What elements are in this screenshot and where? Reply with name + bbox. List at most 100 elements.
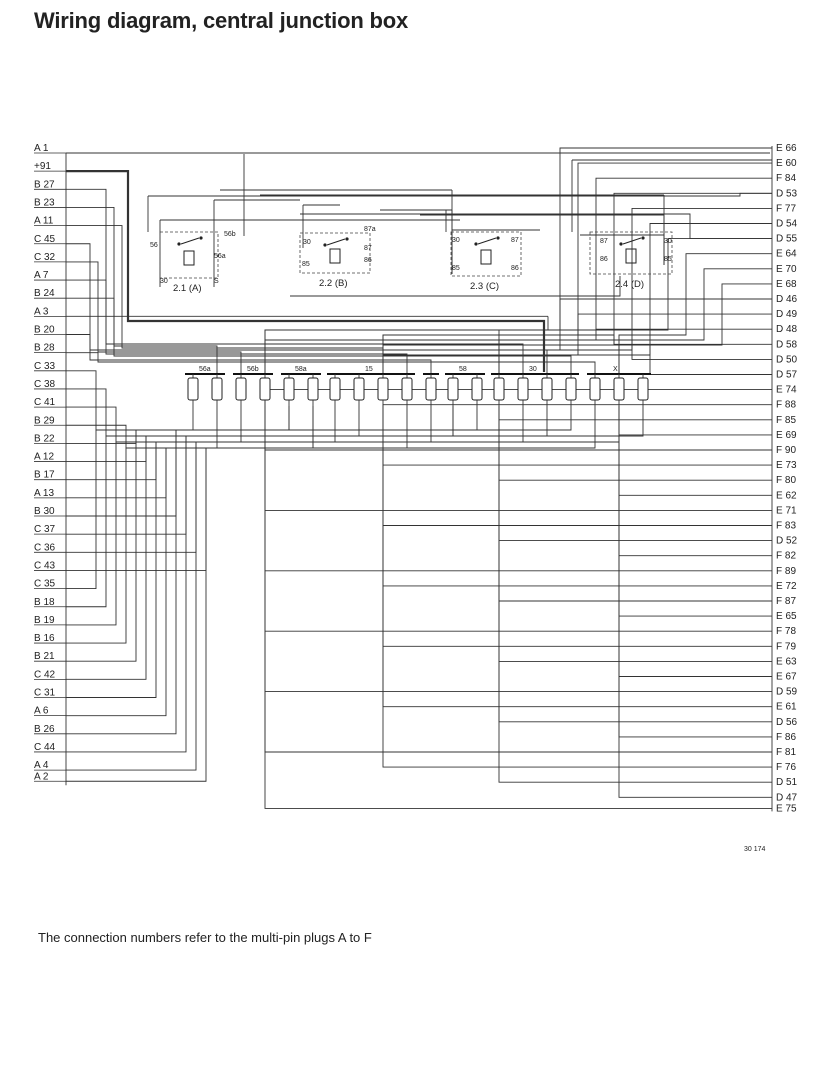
wire bbox=[498, 406, 772, 421]
fuse-icon bbox=[425, 377, 437, 401]
fuse-group-label: 30 bbox=[529, 366, 537, 373]
wire bbox=[66, 406, 596, 717]
right-terminal-e-63: E 63 bbox=[776, 656, 797, 667]
fuse-icon bbox=[283, 377, 295, 401]
right-terminal-f-90: F 90 bbox=[776, 445, 796, 456]
relay-pin-label: 85 bbox=[452, 265, 460, 272]
contact-dot-icon bbox=[323, 243, 327, 247]
right-terminal-d-54: D 54 bbox=[776, 219, 798, 230]
right-terminal-d-55: D 55 bbox=[776, 234, 798, 245]
right-terminal-f-80: F 80 bbox=[776, 475, 796, 486]
relay-contact-icon bbox=[180, 237, 200, 245]
left-terminal-a-4: A 4 bbox=[34, 760, 49, 771]
right-terminal-d-52: D 52 bbox=[776, 536, 798, 547]
wire bbox=[618, 344, 772, 375]
fuse-icon bbox=[307, 377, 319, 401]
contact-dot-icon bbox=[474, 242, 478, 246]
left-terminal-b-24: B 24 bbox=[34, 288, 55, 299]
right-terminal-d-58: D 58 bbox=[776, 339, 798, 350]
fuse-icon bbox=[187, 377, 199, 401]
wire bbox=[290, 276, 621, 297]
drawing-number: 30 174 bbox=[744, 846, 766, 853]
wire bbox=[66, 406, 194, 517]
relay-coil-icon bbox=[329, 248, 341, 264]
wire bbox=[264, 406, 772, 451]
wire bbox=[264, 328, 772, 374]
wire bbox=[498, 406, 772, 662]
wire bbox=[66, 406, 242, 626]
wire bbox=[618, 406, 772, 677]
right-terminal-f-89: F 89 bbox=[776, 566, 796, 577]
right-terminal-f-78: F 78 bbox=[776, 626, 796, 637]
wire bbox=[382, 404, 772, 406]
relay-housing bbox=[159, 231, 219, 279]
right-terminal-d-48: D 48 bbox=[776, 324, 798, 335]
left-terminal-b-16: B 16 bbox=[34, 633, 55, 644]
wire bbox=[498, 406, 772, 481]
fuse-group-label: 58 bbox=[459, 366, 467, 373]
left-terminal-b-20: B 20 bbox=[34, 325, 55, 336]
fuse-group bbox=[423, 373, 439, 406]
left-terminal-c-45: C 45 bbox=[34, 234, 56, 245]
left-terminal-c-43: C 43 bbox=[34, 560, 56, 571]
wire bbox=[66, 406, 548, 608]
left-terminal-a-3: A 3 bbox=[34, 306, 49, 317]
fuse-group: 58a bbox=[281, 366, 321, 406]
right-terminal-e-70: E 70 bbox=[776, 264, 797, 275]
relay-coil-icon bbox=[480, 249, 492, 265]
contact-dot-icon bbox=[345, 237, 349, 241]
right-terminal-f-84: F 84 bbox=[776, 173, 796, 184]
left-terminal-a-6: A 6 bbox=[34, 706, 49, 717]
relay-label: 2.1 (A) bbox=[173, 283, 202, 294]
contact-dot-icon bbox=[496, 236, 500, 240]
left-terminal-a-1: A 1 bbox=[34, 143, 49, 154]
right-terminal-e-60: E 60 bbox=[776, 158, 797, 169]
left-terminal-b-21: B 21 bbox=[34, 651, 55, 662]
left-terminal-a-13: A 13 bbox=[34, 488, 54, 499]
wire bbox=[66, 406, 572, 662]
fuse-group: 30 bbox=[491, 366, 579, 406]
right-terminal-f-77: F 77 bbox=[776, 203, 796, 214]
wire bbox=[66, 370, 290, 431]
relay-pin-label: 87 bbox=[600, 238, 608, 245]
right-terminal-d-49: D 49 bbox=[776, 309, 798, 320]
wire bbox=[618, 406, 772, 557]
left-terminal-b-29: B 29 bbox=[34, 415, 55, 426]
left-terminal-b-18: B 18 bbox=[34, 597, 55, 608]
right-terminal-e-73: E 73 bbox=[776, 460, 797, 471]
left-terminal-b-22: B 22 bbox=[34, 433, 55, 444]
wire bbox=[264, 406, 772, 511]
relay-pin-label: 30 bbox=[303, 239, 311, 246]
wire bbox=[498, 339, 772, 374]
left-terminal-b-28: B 28 bbox=[34, 343, 55, 354]
right-terminal-e-62: E 62 bbox=[776, 490, 797, 501]
wire bbox=[498, 406, 772, 723]
right-terminal-e-74: E 74 bbox=[776, 385, 797, 396]
right-terminal-f-76: F 76 bbox=[776, 762, 796, 773]
wire bbox=[264, 406, 772, 693]
right-terminal-f-82: F 82 bbox=[776, 551, 796, 562]
relay-housing bbox=[589, 231, 673, 275]
right-terminal-f-88: F 88 bbox=[776, 400, 796, 411]
wire bbox=[66, 406, 432, 698]
wire bbox=[66, 406, 644, 462]
right-terminal-f-85: F 85 bbox=[776, 415, 796, 426]
right-terminal-e-75: E 75 bbox=[776, 803, 797, 814]
relay-coil-icon bbox=[183, 250, 195, 266]
wire bbox=[66, 352, 596, 374]
caption: The connection numbers refer to the mult… bbox=[38, 930, 372, 945]
fuse-group: 58 bbox=[445, 366, 485, 406]
left-terminal-c-42: C 42 bbox=[34, 669, 56, 680]
fuse-group: 15 bbox=[327, 366, 415, 406]
right-terminal-d-46: D 46 bbox=[776, 294, 798, 305]
right-terminal-e-64: E 64 bbox=[776, 249, 797, 260]
relay-housing bbox=[299, 232, 371, 274]
wire bbox=[66, 406, 524, 553]
right-terminal-e-67: E 67 bbox=[776, 672, 797, 683]
